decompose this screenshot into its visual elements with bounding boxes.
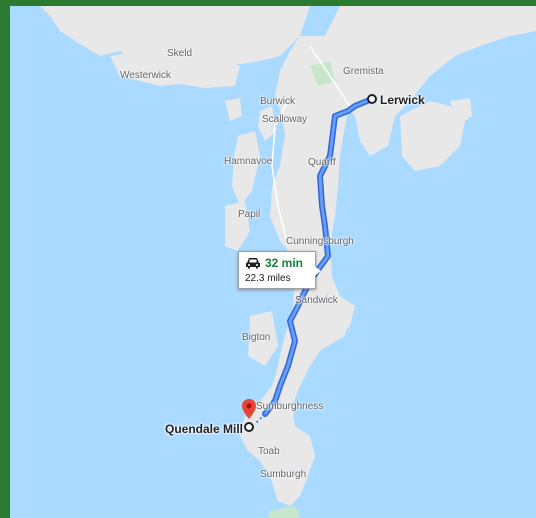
land-east-islet <box>450 98 472 126</box>
land-sandwick-east <box>315 306 350 346</box>
route-info-card[interactable]: 32 min 22.3 miles <box>238 251 316 289</box>
route-duration: 32 min <box>265 256 304 270</box>
land-burra <box>232 131 260 206</box>
minor-road-west <box>271 100 289 247</box>
origin-label[interactable]: Lerwick <box>380 93 425 107</box>
place-label-sumburgh: Sumburgh <box>260 469 307 480</box>
land-bigton-west <box>248 311 278 366</box>
land-trondra <box>258 106 276 141</box>
place-label-hamnavoe: Hamnavoe <box>224 156 273 167</box>
park-north <box>310 61 335 86</box>
park-south <box>268 506 300 518</box>
place-label-skeld: Skeld <box>167 48 193 59</box>
place-label-bigton: Bigton <box>242 332 271 343</box>
place-label-quarff: Quarff <box>308 157 336 168</box>
place-label-toab: Toab <box>258 446 280 457</box>
place-label-cunningsburgh: Cunningsburgh <box>286 236 354 247</box>
destination-pin-icon[interactable] <box>242 399 256 419</box>
land-northwest <box>40 6 310 78</box>
land-islet-w <box>225 98 242 121</box>
route-card-pointer <box>313 265 321 277</box>
place-label-papil: Papil <box>238 209 261 220</box>
route-line-inner <box>263 97 374 416</box>
land-papil-island <box>225 201 250 251</box>
place-label-gremista: Gremista <box>343 66 384 77</box>
map-base-layer <box>40 6 536 518</box>
place-label-sumburghness: Sumburghness <box>256 401 324 412</box>
origin-dot-icon[interactable] <box>366 93 378 105</box>
land-west-peninsula <box>110 46 240 88</box>
minor-road-north <box>309 45 351 107</box>
car-icon <box>246 258 260 269</box>
place-label-westerwick: Westerwick <box>120 70 171 81</box>
route-distance: 22.3 miles <box>245 273 291 284</box>
destination-dot-icon[interactable] <box>243 421 255 433</box>
place-label-burwick: Burwick <box>260 96 296 107</box>
destination-label[interactable]: Quendale Mill <box>165 422 244 436</box>
walking-connector <box>254 413 266 425</box>
place-label-scalloway: Scalloway <box>262 114 308 125</box>
land-bressay <box>400 101 465 171</box>
land-northeast <box>325 6 536 156</box>
route-layer <box>254 96 375 425</box>
map-view[interactable]: Skeld Westerwick Gremista Burwick Scallo… <box>10 6 536 518</box>
place-label-sandwick: Sandwick <box>295 295 338 306</box>
